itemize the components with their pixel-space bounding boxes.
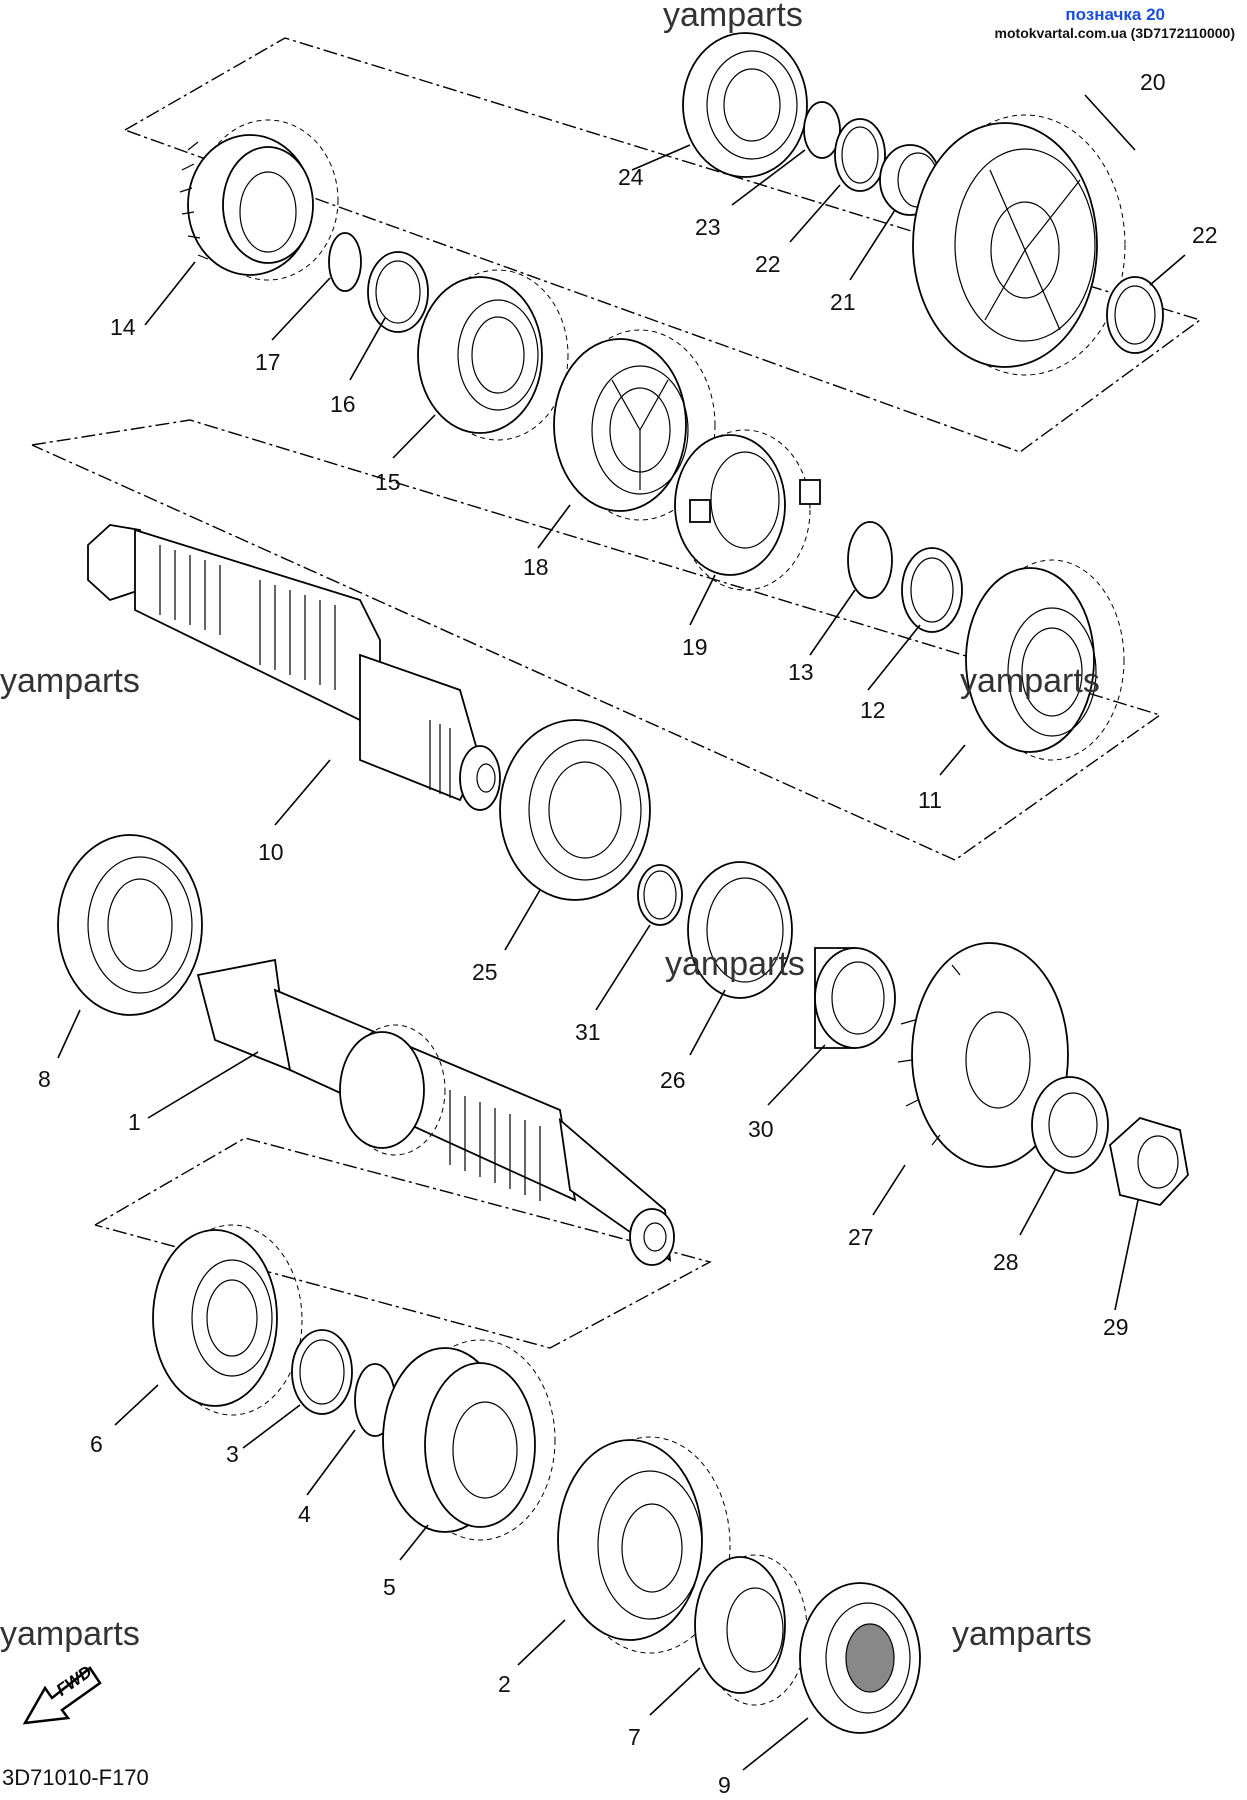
callout-17: 17: [255, 349, 281, 375]
part-29-nut: [1109, 1116, 1189, 1207]
part-13-circlip: [847, 521, 893, 599]
callout-30: 30: [748, 1116, 774, 1142]
source-reference: позначка 20 motokvartal.com.ua (3D717211…: [995, 5, 1235, 41]
callout-21: 21: [830, 289, 856, 315]
callout-13: 13: [788, 659, 814, 685]
part-26-oil-seal: [687, 861, 793, 999]
part-2-gear: [557, 1436, 731, 1654]
callout-6: 6: [90, 1431, 103, 1457]
callout-27: 27: [848, 1224, 874, 1250]
part-28-washer: [1031, 1076, 1109, 1174]
part-30-collar: [814, 947, 896, 1049]
part-9-bearing: [799, 1582, 921, 1734]
callout-28: 28: [993, 1249, 1019, 1275]
callout-26: 26: [660, 1067, 686, 1093]
watermark-top: yamparts: [663, 0, 803, 34]
callout-5: 5: [383, 1574, 396, 1600]
callout-10: 10: [258, 839, 284, 865]
part-17-circlip: [328, 232, 362, 292]
lower-assembly-frame: [94, 1137, 712, 1349]
callout-12: 12: [860, 697, 886, 723]
callout-25: 25: [472, 959, 498, 985]
part-16-washer: [367, 251, 429, 333]
part-24-bearing: [682, 32, 808, 178]
part-23-circlip: [803, 101, 841, 159]
part-20-gear: [912, 114, 1126, 376]
callout-31: 31: [575, 1019, 601, 1045]
callout-11: 11: [918, 787, 942, 813]
part-19-gear: [674, 429, 821, 591]
callout-labels: 14 17 16 15 18 19 13 12 11 10 24 23 22 2…: [38, 69, 1218, 1798]
part-5-gear: [382, 1339, 556, 1541]
callout-14: 14: [110, 314, 136, 340]
part-14-gear: [179, 119, 339, 281]
callout-23: 23: [695, 214, 721, 240]
upper-assembly-frame: [124, 37, 1202, 453]
callout-24: 24: [618, 164, 644, 190]
part-10-shaft: [87, 524, 501, 811]
callout-20: 20: [1140, 69, 1166, 95]
callout-29: 29: [1103, 1314, 1129, 1340]
watermark-right-bottom: yamparts: [952, 1615, 1092, 1653]
watermark-right-middle: yamparts: [960, 662, 1100, 700]
callout-8: 8: [38, 1066, 51, 1092]
reference-source[interactable]: motokvartal.com.ua (3D7172110000): [994, 25, 1235, 41]
reference-label[interactable]: позначка 20: [1065, 5, 1165, 24]
leader-lines: [57, 94, 1186, 1771]
watermark-left-middle: yamparts: [0, 662, 140, 700]
callout-22-lower: 22: [1192, 222, 1218, 248]
callout-15: 15: [375, 469, 401, 495]
callout-4: 4: [298, 1501, 311, 1527]
part-7-gear: [694, 1554, 808, 1706]
part-12-washer: [901, 547, 963, 633]
watermarks: yamparts yamparts yamparts yamparts yamp…: [0, 0, 1100, 1653]
part-1-shaft: [196, 958, 675, 1266]
callout-22-upper: 22: [755, 251, 781, 277]
callout-19: 19: [682, 634, 708, 660]
watermark-left-bottom: yamparts: [0, 1615, 140, 1653]
callout-18: 18: [523, 554, 549, 580]
middle-assembly-frame: [31, 419, 1162, 861]
diagram-code: 3D71010-F170: [2, 1765, 149, 1790]
part-25-bearing: [499, 719, 651, 901]
part-27-sprocket: [897, 942, 1069, 1168]
callout-1: 1: [128, 1109, 141, 1135]
part-22-washer-lower: [1106, 276, 1164, 354]
part-3-washer: [291, 1329, 353, 1415]
fwd-arrow-icon: FWD: [22, 1662, 102, 1725]
callout-16: 16: [330, 391, 356, 417]
watermark-center: yamparts: [665, 945, 805, 983]
callout-7: 7: [628, 1724, 641, 1750]
part-11-gear: [965, 559, 1125, 761]
part-8-bearing: [57, 834, 203, 1016]
callout-9: 9: [718, 1772, 731, 1798]
part-6-gear: [152, 1224, 303, 1416]
part-31-o-ring: [637, 864, 683, 926]
part-15-gear: [417, 269, 569, 441]
part-22-washer-upper: [834, 118, 886, 192]
callout-3: 3: [226, 1441, 239, 1467]
part-18-gear: [553, 329, 716, 521]
callout-2: 2: [498, 1671, 511, 1697]
